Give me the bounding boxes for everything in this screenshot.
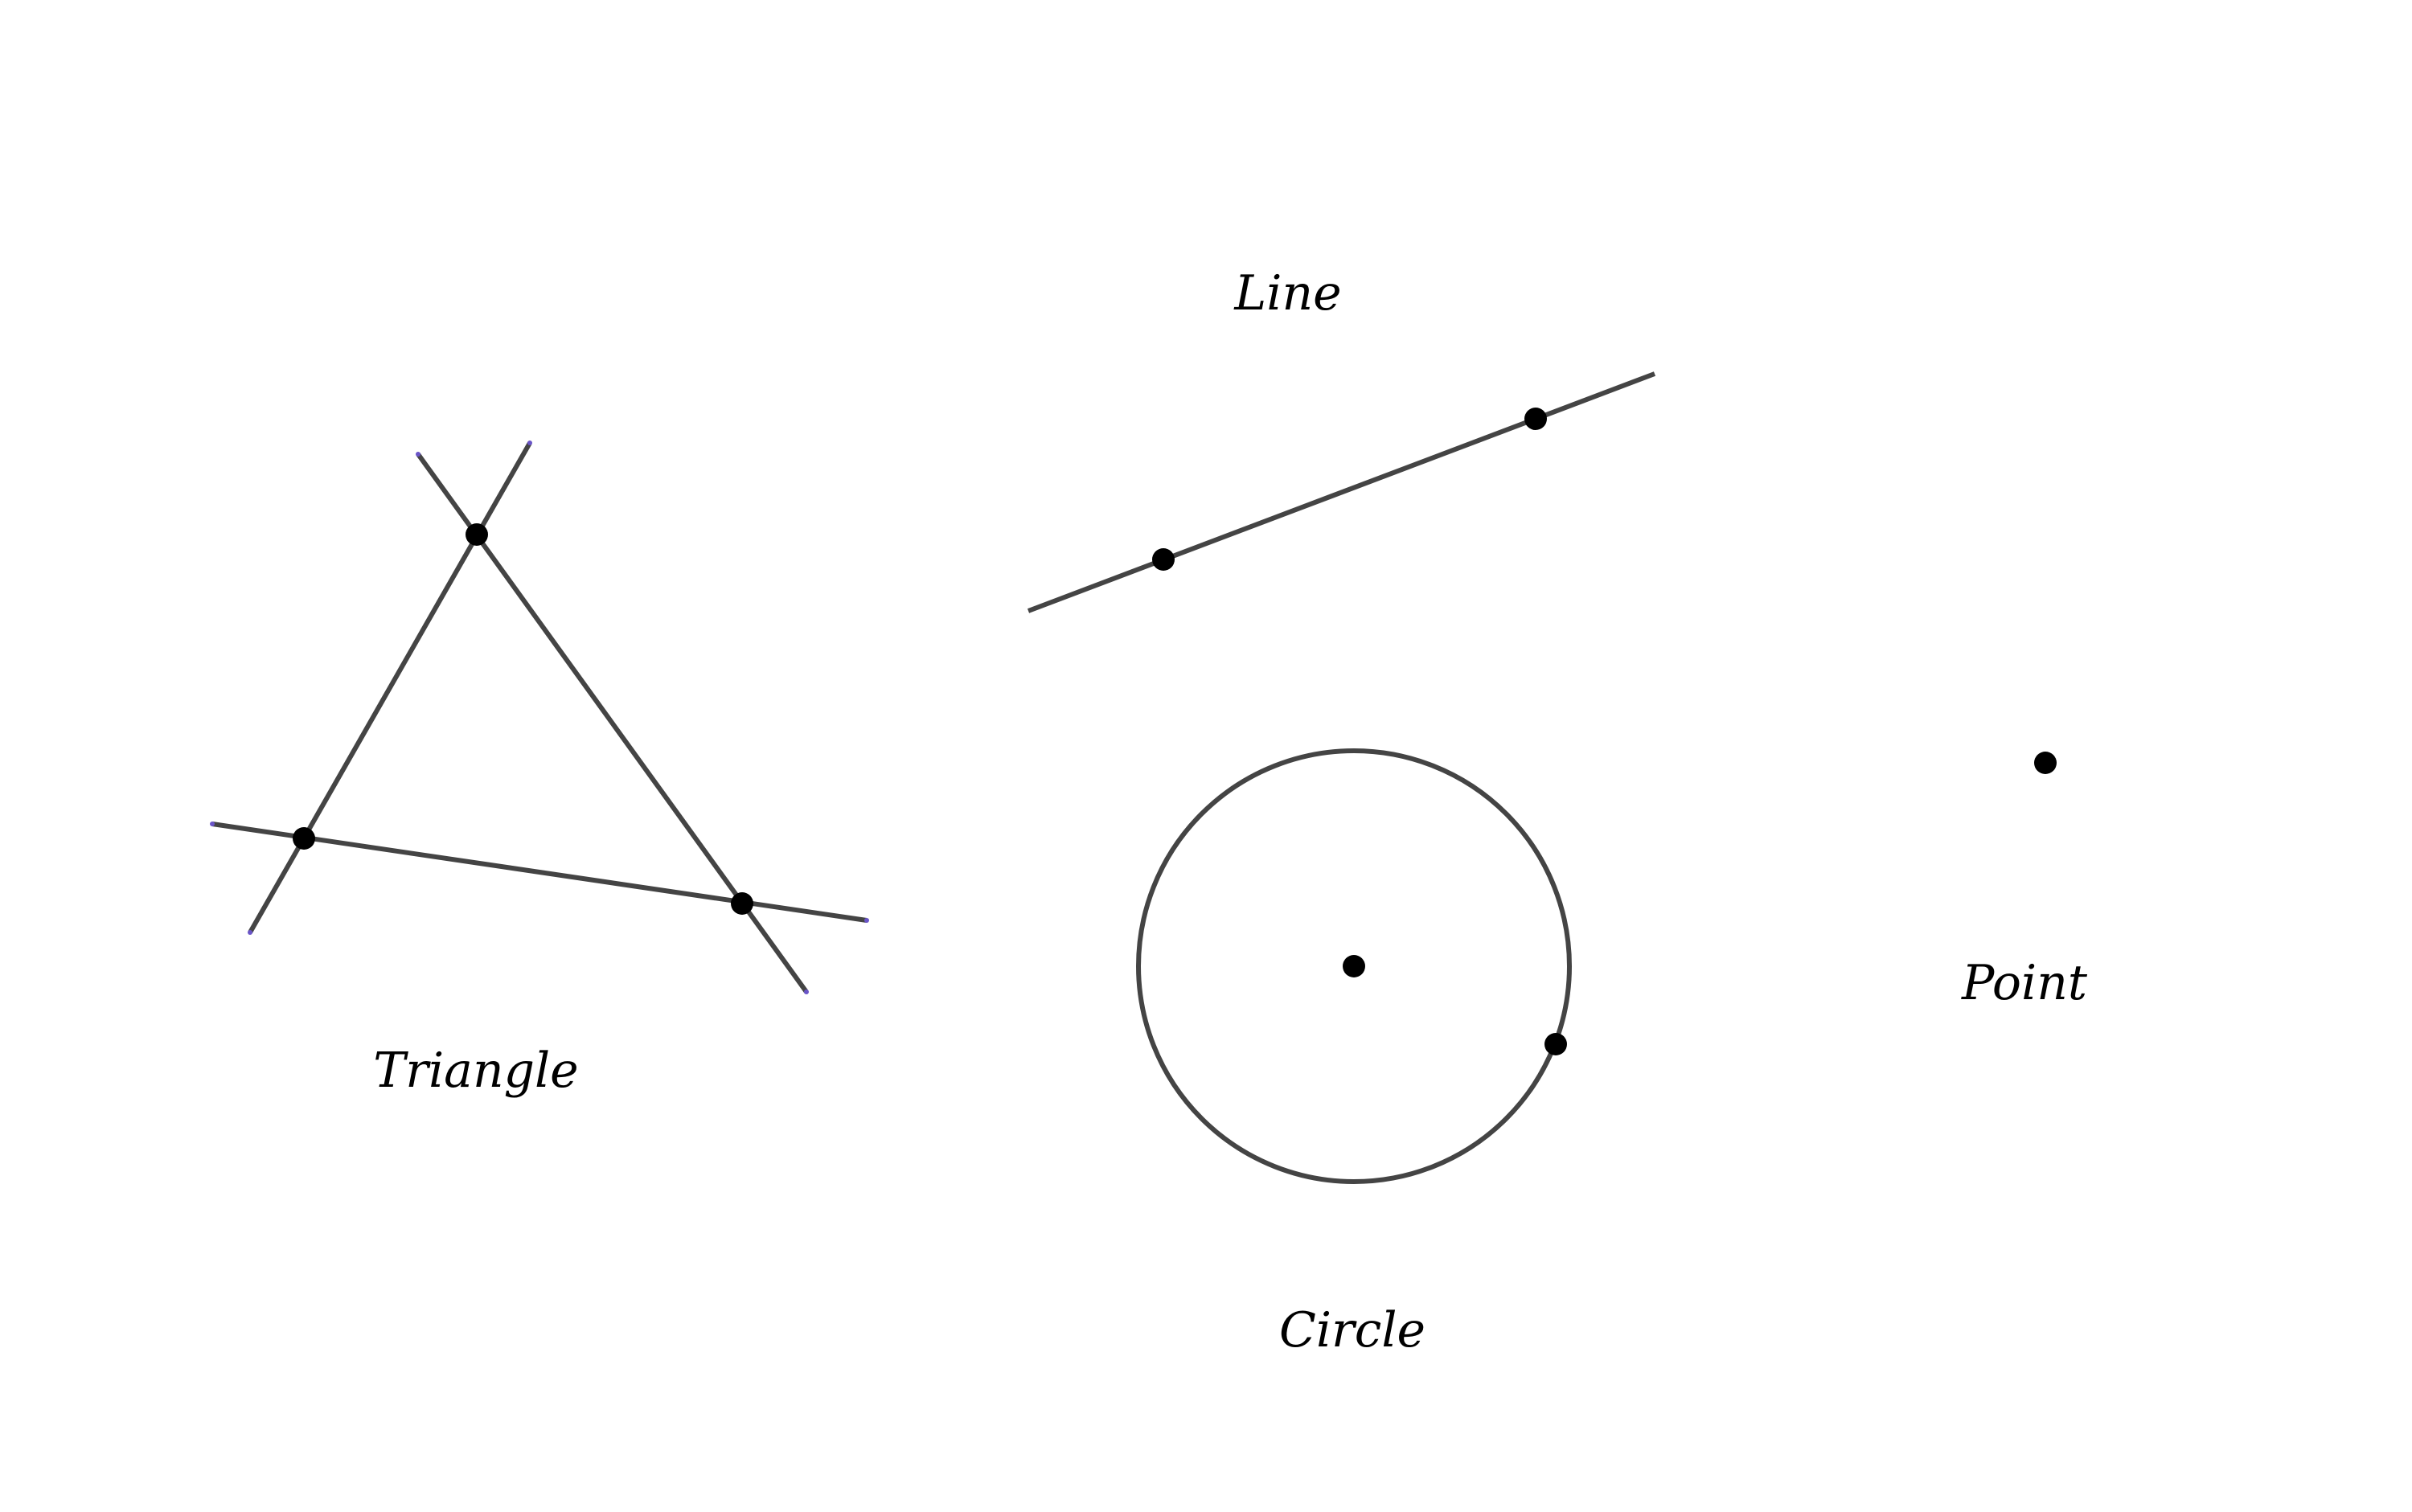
circle-radius-point[interactable] bbox=[1544, 1033, 1567, 1055]
line-figure: Line bbox=[1027, 265, 1656, 613]
circle-figure: Circle bbox=[1136, 748, 1572, 1358]
triangle-side-bottom bbox=[211, 822, 868, 923]
triangle-vertex-top[interactable] bbox=[466, 523, 488, 546]
triangle-vertex-left[interactable] bbox=[293, 827, 315, 850]
triangle-label: Triangle bbox=[373, 1043, 578, 1099]
circle-outline bbox=[1136, 748, 1572, 1184]
triangle-endpoint-tint bbox=[248, 930, 252, 935]
point-figure: Point bbox=[1961, 752, 2088, 1011]
triangle-endpoint-tint bbox=[210, 822, 215, 826]
triangle-figure: Triangle bbox=[210, 440, 869, 1099]
triangle-endpoint-tint bbox=[864, 918, 869, 923]
circle-label: Circle bbox=[1279, 1302, 1425, 1358]
line-stroke bbox=[1027, 371, 1656, 613]
line-label: Line bbox=[1233, 265, 1341, 322]
point-label: Point bbox=[1961, 955, 2088, 1011]
triangle-endpoint-tint bbox=[804, 990, 809, 994]
circle-center-point[interactable] bbox=[1343, 955, 1365, 977]
triangle-side-left bbox=[248, 441, 532, 934]
triangle-vertex-right[interactable] bbox=[731, 892, 753, 915]
line-point-b[interactable] bbox=[1524, 408, 1547, 430]
line-point-a[interactable] bbox=[1152, 548, 1175, 571]
triangle-endpoint-tint bbox=[416, 452, 420, 457]
standalone-point[interactable] bbox=[2034, 752, 2057, 774]
triangle-endpoint-tint bbox=[527, 440, 532, 445]
